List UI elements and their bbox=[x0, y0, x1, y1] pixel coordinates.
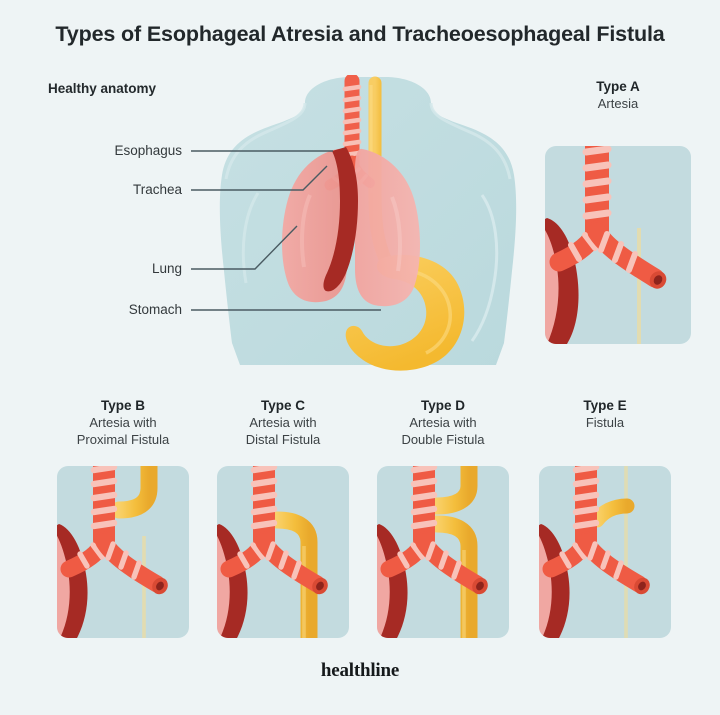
callout-esophagus: Esophagus bbox=[114, 143, 182, 158]
caption-sub2-type-c: Distal Fistula bbox=[245, 432, 321, 447]
caption-title-type-c: Type C bbox=[260, 398, 305, 413]
callout-lung: Lung bbox=[151, 261, 182, 276]
caption-title-type-d: Type D bbox=[420, 398, 465, 413]
aorta-vessel bbox=[323, 147, 358, 292]
caption-sub2-type-d: Double Fistula bbox=[401, 432, 485, 447]
callout-stomach: Stomach bbox=[128, 302, 182, 317]
panel-illustration-type-c bbox=[217, 466, 349, 638]
callout-leader-lines bbox=[191, 150, 381, 311]
caption-title-type-e: Type E bbox=[583, 398, 627, 413]
caption-type-d: Type D Artesia with Double Fistula bbox=[363, 397, 523, 448]
caption-type-c: Type C Artesia with Distal Fistula bbox=[203, 397, 363, 448]
healthy-anatomy-illustration bbox=[219, 75, 517, 371]
caption-sub-type-b: Artesia with bbox=[89, 415, 157, 430]
caption-type-b: Type B Artesia with Proximal Fistula bbox=[43, 397, 203, 448]
callout-trachea: Trachea bbox=[132, 182, 182, 197]
caption-sub2-type-b: Proximal Fistula bbox=[76, 432, 170, 447]
caption-sub-type-c: Artesia with bbox=[249, 415, 317, 430]
caption-sub-type-d: Artesia with bbox=[409, 415, 477, 430]
panel-illustration-type-d bbox=[377, 466, 509, 638]
page-title: Types of Esophageal Atresia and Tracheoe… bbox=[55, 22, 665, 46]
caption-sub-type-a: Artesia bbox=[597, 96, 639, 111]
caption-type-a: Type A Artesia bbox=[538, 78, 698, 112]
panel-illustration-type-a bbox=[545, 146, 691, 344]
caption-title-type-b: Type B bbox=[100, 398, 145, 413]
panel-illustration-type-b bbox=[57, 466, 189, 638]
caption-title-type-a: Type A bbox=[596, 79, 640, 94]
healthy-anatomy-label: Healthy anatomy bbox=[48, 81, 157, 96]
caption-type-e: Type E Fistula bbox=[525, 397, 685, 431]
panel-illustration-type-e bbox=[539, 466, 671, 638]
healthline-logo: healthline bbox=[320, 660, 400, 681]
caption-sub-type-e: Fistula bbox=[585, 415, 625, 430]
stomach-organ bbox=[345, 254, 465, 371]
